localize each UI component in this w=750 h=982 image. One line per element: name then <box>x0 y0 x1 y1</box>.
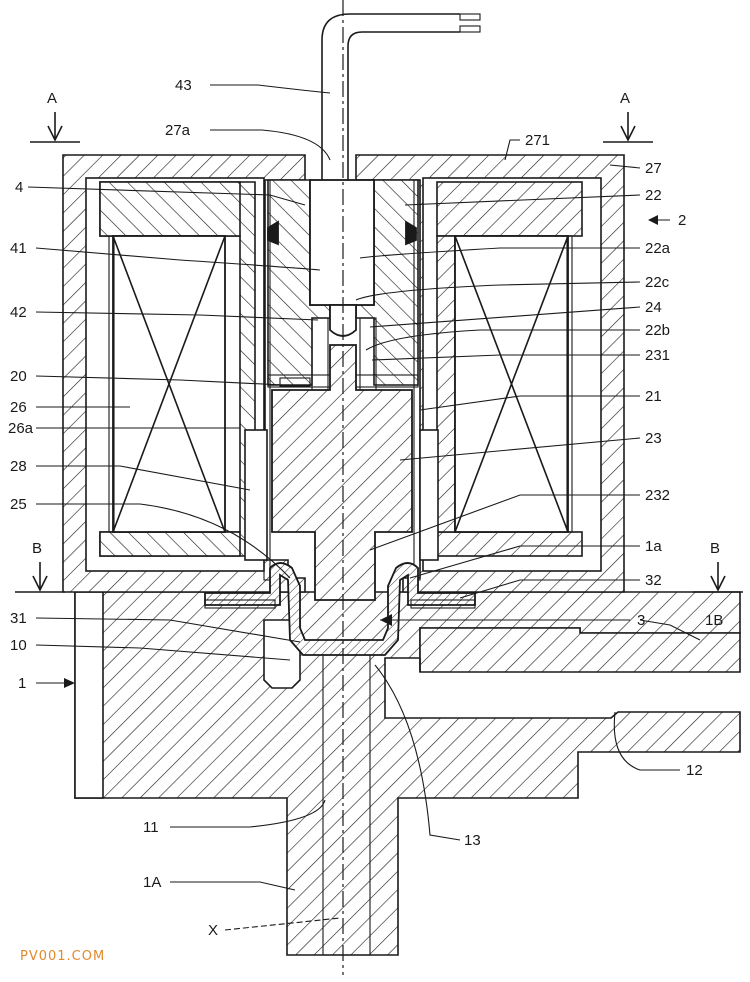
label-43: 43 <box>175 77 192 94</box>
label-27: 27 <box>645 160 662 177</box>
label-271: 271 <box>525 132 550 149</box>
stator-core <box>267 179 419 388</box>
leader-lines <box>27 84 701 931</box>
label-22a: 22a <box>645 240 671 257</box>
label-B-right: B <box>710 540 720 557</box>
label-2: 2 <box>678 212 686 229</box>
label-1B: 1B <box>705 612 723 629</box>
section-markers <box>15 112 743 593</box>
lead-wire <box>321 13 481 180</box>
label-27a: 27a <box>165 122 191 139</box>
label-41: 41 <box>10 240 27 257</box>
label-22c: 22c <box>645 274 670 291</box>
label-20: 20 <box>10 368 27 385</box>
label-231: 231 <box>645 347 670 364</box>
label-13: 13 <box>464 832 481 849</box>
label-12: 12 <box>686 762 703 779</box>
label-1a: 1a <box>645 538 662 555</box>
diaphragm <box>204 562 476 656</box>
label-31: 31 <box>10 610 27 627</box>
label-A-right: A <box>620 90 630 107</box>
label-10: 10 <box>10 637 27 654</box>
label-22: 22 <box>645 187 662 204</box>
label-22b: 22b <box>645 322 670 339</box>
label-4: 4 <box>15 179 23 196</box>
valve-body <box>74 591 741 956</box>
label-23: 23 <box>645 430 662 447</box>
label-3: 3 <box>637 612 645 629</box>
label-42: 42 <box>10 304 27 321</box>
watermark: PV001.COM <box>20 949 105 964</box>
label-32: 32 <box>645 572 662 589</box>
coil-left <box>99 181 256 557</box>
label-1: 1 <box>18 675 26 692</box>
label-26a: 26a <box>8 420 34 437</box>
sleeve <box>244 179 439 581</box>
label-21: 21 <box>645 388 662 405</box>
plunger <box>271 317 413 601</box>
coil-right <box>436 181 583 557</box>
label-11: 11 <box>143 819 159 836</box>
label-232: 232 <box>645 487 670 504</box>
label-28: 28 <box>10 458 27 475</box>
label-X: X <box>208 922 218 939</box>
labels: 43 27a A A 271 27 4 22 2 41 22a 22c 42 2… <box>8 77 723 939</box>
label-25: 25 <box>10 496 27 513</box>
label-B-left: B <box>32 540 42 557</box>
label-26: 26 <box>10 399 27 416</box>
label-A-left: A <box>47 90 57 107</box>
label-24: 24 <box>645 299 662 316</box>
label-1A: 1A <box>143 874 161 891</box>
